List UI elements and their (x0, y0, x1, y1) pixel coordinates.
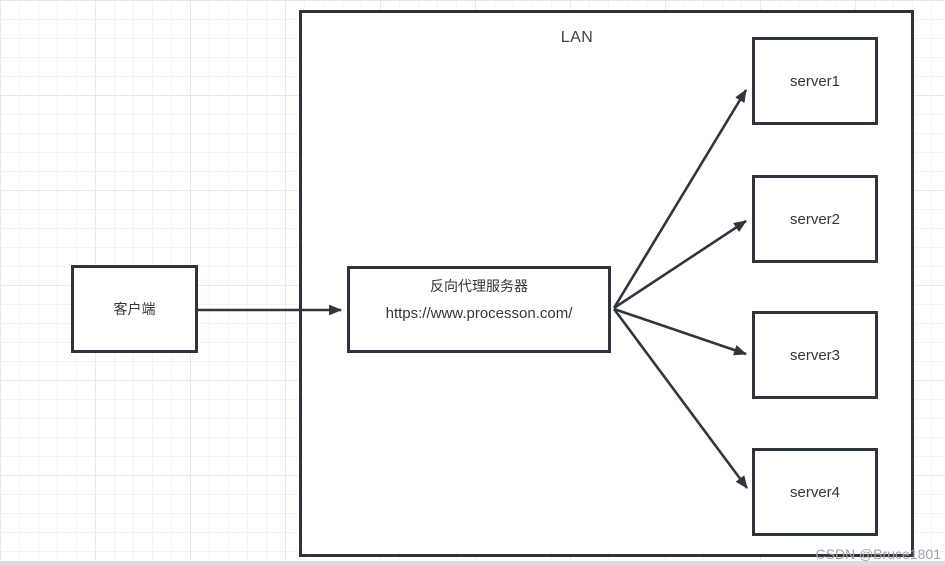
server1-node: server1 (752, 37, 878, 125)
server3-label: server3 (789, 346, 841, 364)
server2-node: server2 (752, 175, 878, 263)
server1-label: server1 (789, 72, 841, 90)
server4-node: server4 (752, 448, 878, 536)
watermark-text: CSDN @Bruce1801 (815, 546, 942, 562)
bottom-edge-bar (0, 561, 945, 566)
reverse-proxy-url: https://www.processon.com/ (385, 305, 573, 322)
server3-node: server3 (752, 311, 878, 399)
server2-label: server2 (789, 210, 841, 228)
server4-label: server4 (789, 483, 841, 501)
client-label: 客户端 (113, 301, 156, 317)
reverse-proxy-node: 反向代理服务器 https://www.processon.com/ (347, 266, 611, 353)
lan-label: LAN (560, 29, 594, 46)
reverse-proxy-title: 反向代理服务器 (430, 278, 528, 294)
client-node: 客户端 (71, 265, 198, 353)
